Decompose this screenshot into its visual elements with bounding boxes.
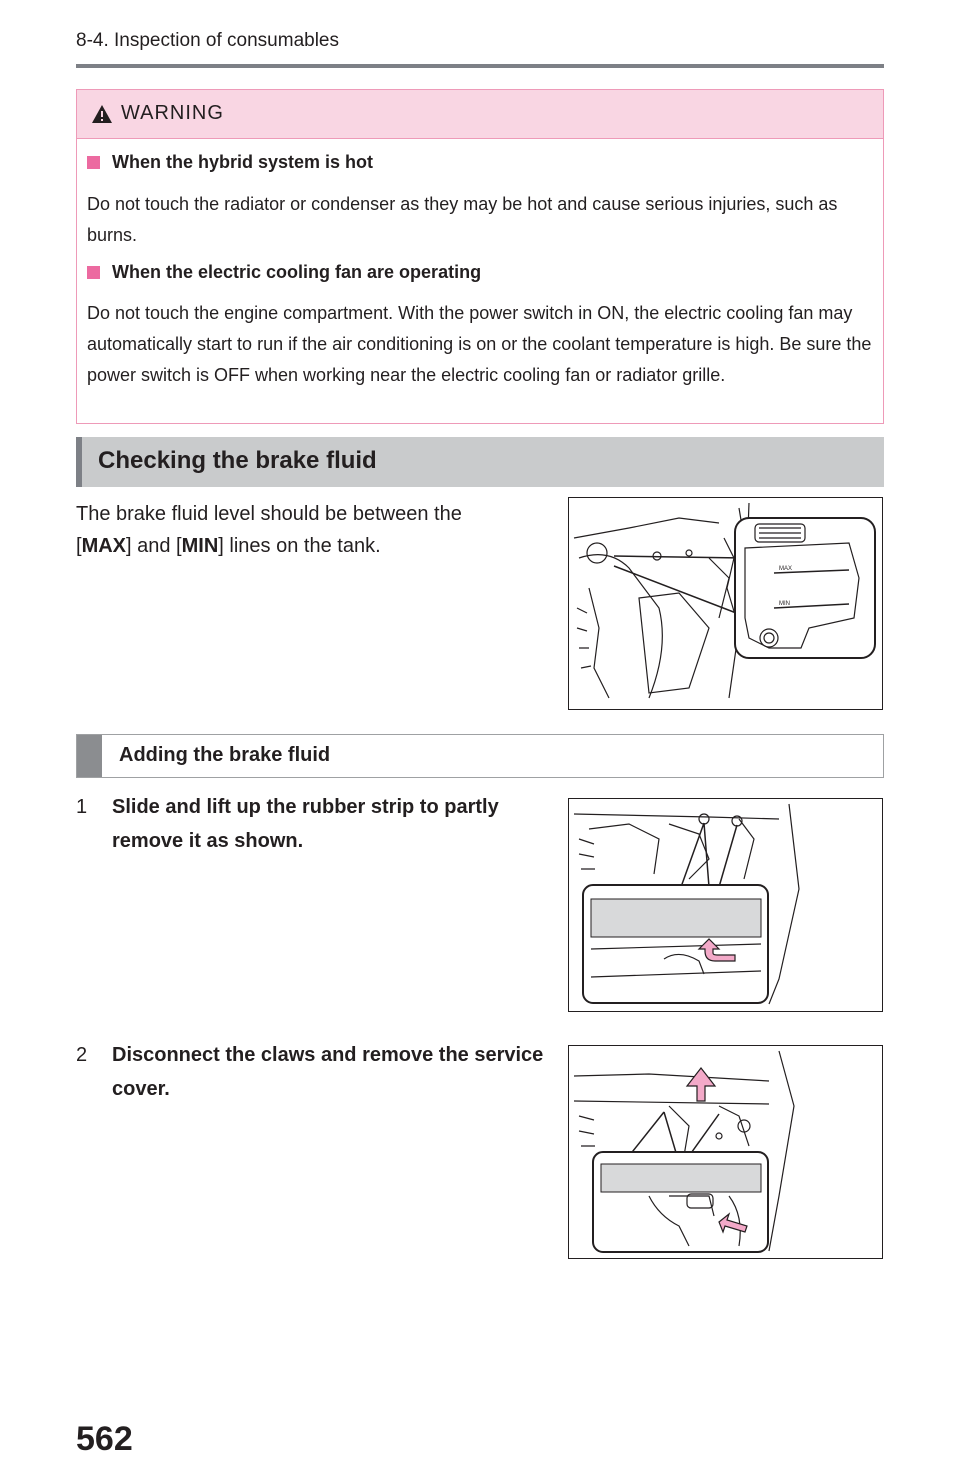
bullet-square-icon — [87, 156, 100, 169]
bullet-square-icon — [87, 266, 100, 279]
warning-section-text: Do not touch the engine compartment. Wit… — [87, 303, 872, 385]
warning-label: WARNING — [121, 102, 224, 124]
warning-section-title: When the hybrid system is hot — [87, 152, 373, 173]
warning-header: WARNING — [77, 90, 883, 139]
rubber-strip-illustration — [568, 798, 883, 1012]
section-heading: Checking the brake fluid — [76, 437, 884, 487]
max-mark: MAX — [779, 566, 792, 572]
brake-level-text: The brake fluid level should be between … — [76, 503, 462, 557]
step-item: 2 Disconnect the claws and remove the se… — [76, 1038, 556, 1108]
warning-section-title: When the electric cooling fan are operat… — [87, 262, 481, 283]
page-number: 562 — [76, 1420, 133, 1458]
step-text: Slide and lift up the rubber strip to pa… — [112, 796, 499, 852]
service-cover-drawing — [573, 1050, 795, 1253]
push-arrow-icon — [718, 1212, 748, 1234]
engine-bay-drawing: MAX MIN — [573, 502, 876, 699]
subsection-accent — [77, 735, 102, 777]
subsection-heading: Adding the brake fluid — [76, 734, 884, 778]
service-cover-illustration — [568, 1045, 883, 1259]
section-accent — [76, 437, 82, 487]
chapter-header: 8-4. Inspection of consumables — [76, 30, 339, 51]
step-number: 1 — [76, 796, 88, 818]
step-item: 1 Slide and lift up the rubber strip to … — [76, 790, 556, 860]
warning-triangle-icon — [92, 105, 112, 123]
header-divider — [76, 64, 884, 68]
min-mark: MIN — [779, 601, 790, 607]
brake-fluid-tank-illustration: MAX MIN — [568, 497, 883, 710]
warning-section-text: Do not touch the radiator or condenser a… — [87, 194, 838, 245]
step-number: 2 — [76, 1044, 88, 1066]
step-text: Disconnect the claws and remove the serv… — [112, 1044, 544, 1100]
rubber-strip-drawing — [573, 803, 800, 1005]
lift-arrow-icon — [685, 1067, 717, 1102]
warning-box: WARNING When the hybrid system is hot Do… — [76, 89, 884, 424]
lift-arrow-icon — [697, 938, 736, 962]
